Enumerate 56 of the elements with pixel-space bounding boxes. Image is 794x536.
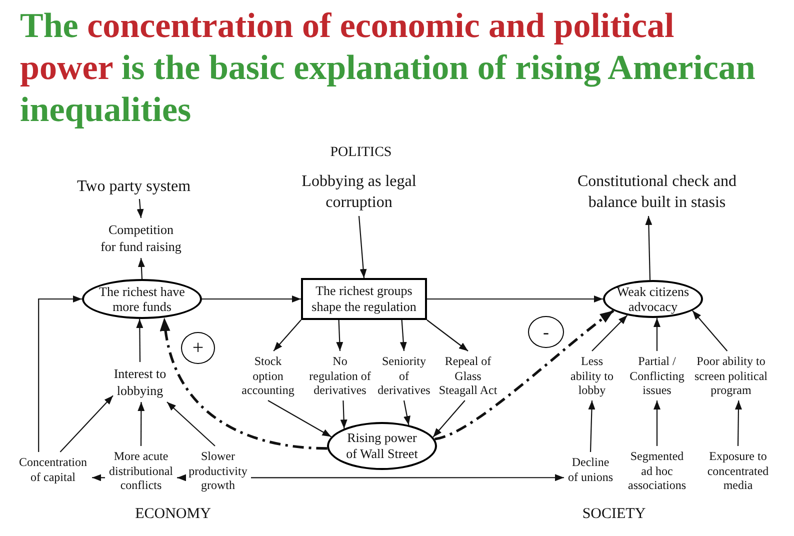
concept-label: Lobbying as legal corruption (299, 171, 419, 213)
dash-dot-arrow (434, 310, 614, 440)
concept-label: Partial / Conflicting issues (628, 354, 686, 398)
concept-label: Constitutional check and balance built in stasis (572, 171, 742, 213)
concept-label: Slower productivity growth (188, 449, 248, 492)
arrow (340, 400, 348, 429)
section-label: ECONOMY (134, 505, 212, 524)
title: The concentration of economic and political power is the basic explanation of rising American inequalities (20, 5, 756, 131)
concept-label: Two party system (77, 177, 191, 196)
concept-label: Concentration of capital (17, 455, 89, 484)
arrow (358, 216, 367, 278)
arrow (400, 320, 407, 352)
arrow (692, 310, 728, 352)
ellipse-node: Rising power of Wall Street (327, 422, 437, 470)
rectangle-node: The richest groups shape the regulation (301, 278, 427, 320)
concept-label: Poor ability to screen political program (693, 354, 769, 398)
concept-label: Segmented ad hoc associations (626, 449, 688, 492)
arrow (92, 474, 105, 482)
sign-circle: + (181, 332, 215, 364)
arrow (136, 198, 144, 218)
arrow (273, 320, 302, 352)
concept-label: Repeal of Glass Steagall Act (437, 354, 499, 398)
arrow (427, 296, 603, 302)
arrow (60, 395, 114, 452)
ellipse-node: Weak citizens advocacy (603, 280, 703, 318)
arrow (38, 296, 82, 452)
concept-label: Less ability to lobby (568, 354, 616, 398)
concept-label: No regulation of derivatives (308, 354, 372, 398)
arrow (138, 402, 145, 446)
sign-circle: - (528, 316, 564, 348)
arrow (336, 320, 344, 352)
concept-label: Exposure to concentrated media (706, 449, 770, 492)
arrow (426, 320, 468, 352)
arrow (432, 400, 466, 438)
arrow (136, 318, 144, 362)
arrow (645, 216, 652, 280)
arrow (138, 258, 145, 280)
arrow (268, 400, 332, 438)
concept-label: Decline of unions (567, 455, 614, 484)
arrow (166, 402, 216, 446)
section-label: POLITICS (329, 144, 393, 162)
arrow (177, 474, 186, 482)
dash-dot-arrow (160, 317, 328, 450)
arrow (654, 318, 660, 351)
arrow (251, 474, 564, 482)
section-label: SOCIETY (581, 505, 647, 524)
concept-label: Competition for fund raising (100, 221, 182, 255)
concept-label: Seniority of derivatives (377, 354, 431, 398)
arrow (654, 400, 660, 446)
ellipse-node: The richest have more funds (82, 279, 202, 319)
arrow (734, 400, 742, 446)
concept-label: More acute distributional conflicts (108, 449, 174, 492)
arrow (202, 296, 301, 302)
concept-label: Stock option accounting (240, 354, 296, 398)
arrow (588, 400, 596, 452)
concept-label: Interest to lobbying (110, 365, 170, 399)
